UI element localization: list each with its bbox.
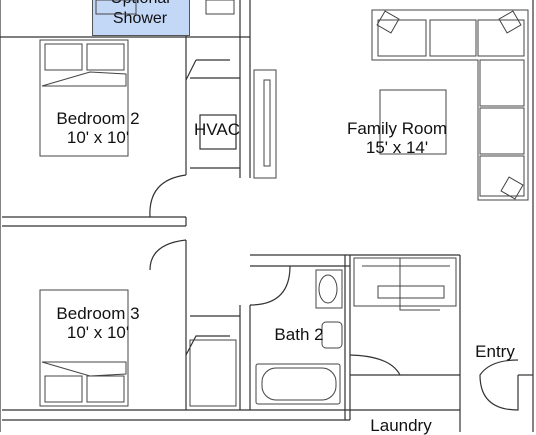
bedroom2-label: Bedroom 2 10' x 10' xyxy=(40,109,156,147)
bed-2-blanket xyxy=(41,71,127,87)
sofa-cushion xyxy=(479,107,525,155)
sofa-pillow xyxy=(500,176,524,200)
sofa-cushion xyxy=(477,19,525,57)
bed-2-pillow xyxy=(44,43,83,71)
entry-label: Entry xyxy=(475,342,515,361)
sofa-cushion xyxy=(479,155,525,197)
toilet-tank xyxy=(315,269,343,309)
bedroom3-label: Bedroom 3 10' x 10' xyxy=(40,304,156,342)
sofa-cushion xyxy=(479,59,525,107)
bedroom2-size: 10' x 10' xyxy=(66,128,130,147)
sofa-pillow xyxy=(376,10,400,34)
bedroom3-door xyxy=(149,239,187,271)
bed-3 xyxy=(39,289,129,407)
optional-shower-line1: Optional xyxy=(92,0,188,9)
closet-door xyxy=(185,59,230,81)
bed-3-pillow xyxy=(86,375,125,403)
sofa-pillow xyxy=(498,10,522,34)
bed-3-pillow xyxy=(44,375,83,403)
bedroom2-name: Bedroom 2 xyxy=(56,109,140,128)
counter-detail xyxy=(362,265,450,299)
bed-3-blanket xyxy=(41,361,127,377)
family-room-name: Family Room xyxy=(346,119,448,138)
laundry-label: Laundry xyxy=(370,416,432,435)
family-room-size: 15' x 14' xyxy=(365,138,429,157)
bed-2 xyxy=(39,39,129,157)
sofa-cushion xyxy=(429,19,477,57)
bath-door xyxy=(249,265,291,306)
tv xyxy=(263,79,271,167)
dresser xyxy=(205,0,235,15)
laundry-door xyxy=(349,354,401,376)
family-room-label: Family Room 15' x 14' xyxy=(330,119,464,157)
bath2-label: Bath 2 xyxy=(274,325,324,344)
entry-door xyxy=(479,359,519,411)
bathtub xyxy=(255,363,341,405)
counter xyxy=(353,257,457,307)
coffee-table xyxy=(379,89,447,155)
sofa-cushion xyxy=(377,19,427,57)
counter-detail xyxy=(399,258,440,311)
bed-2-pillow xyxy=(86,43,125,71)
nightstand xyxy=(95,0,137,15)
sectional-sofa xyxy=(371,9,529,201)
bedroom2-door xyxy=(149,174,187,218)
hvac-closet xyxy=(199,114,237,150)
optional-shower-area xyxy=(92,0,190,36)
closet-door xyxy=(185,335,230,356)
bedroom3-size: 10' x 10' xyxy=(66,323,130,342)
toilet-bowl xyxy=(318,274,338,304)
bedroom3-closet xyxy=(189,339,237,407)
bedroom3-name: Bedroom 3 xyxy=(56,304,140,323)
hvac-label: HVAC xyxy=(194,120,240,139)
sink xyxy=(321,321,343,349)
bathtub-inner xyxy=(261,367,337,401)
tv-cabinet xyxy=(253,69,277,179)
